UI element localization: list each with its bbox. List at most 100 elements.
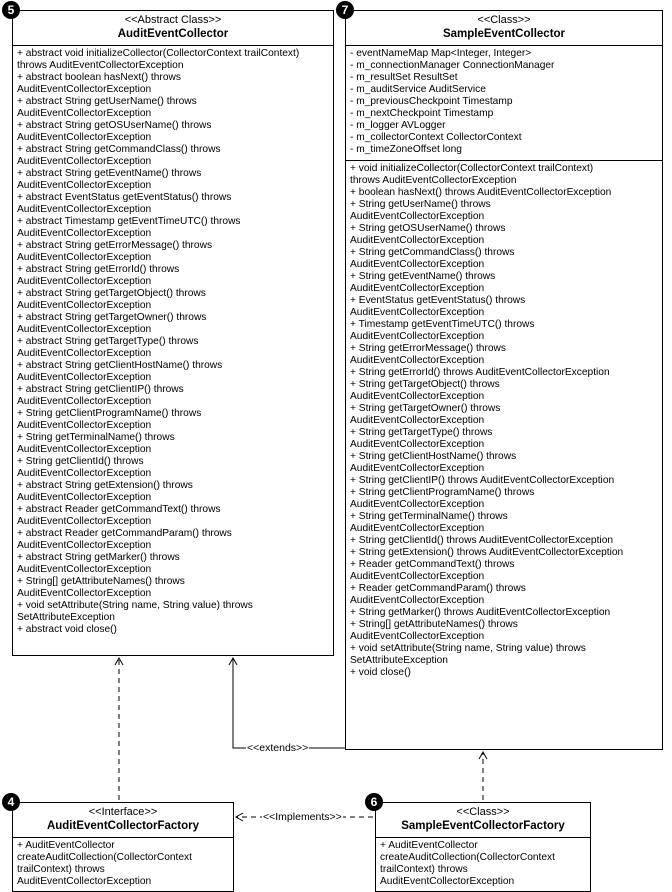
badge-5: 5 — [2, 1, 20, 19]
abstract-collector-name: AuditEventCollector — [117, 28, 229, 40]
factory-interface-header: <<Interface>> AuditEventCollectorFactory — [13, 803, 233, 838]
member-line: + abstract String getTargetType() throws — [17, 336, 199, 347]
member-line: + Reader getCommandText() throws — [350, 559, 515, 570]
member-line: AuditEventCollectorException — [17, 588, 152, 599]
member-line: AuditEventCollectorException — [17, 84, 152, 95]
member-line: + abstract String getErrorId() throws — [17, 264, 180, 275]
member-line: + abstract String getErrorMessage() thro… — [17, 240, 213, 251]
member-line: + void initializeCollector(CollectorCont… — [350, 163, 594, 174]
sample-factory-header: <<Class>> SampleEventCollectorFactory — [376, 803, 590, 838]
sample-collector-name: SampleEventCollector — [442, 28, 566, 40]
member-line: + abstract String getExtension() throws — [17, 480, 193, 491]
sample-factory-box: <<Class>> SampleEventCollectorFactory + … — [375, 802, 591, 892]
member-line: createAuditCollection(CollectorContext — [17, 852, 192, 863]
member-line: AuditEventCollectorException — [350, 595, 485, 606]
member-line: AuditEventCollectorException — [350, 259, 485, 270]
member-line: - m_previousCheckpoint Timestamp — [350, 96, 513, 107]
member-line: + String getTargetObject() throws — [350, 379, 500, 390]
member-line: throws AuditEventCollectorException — [350, 175, 517, 186]
member-line: AuditEventCollectorException — [17, 300, 152, 311]
member-line: AuditEventCollectorException — [350, 235, 485, 246]
member-line: + String getMarker() throws AuditEventCo… — [350, 607, 611, 618]
member-line: AuditEventCollectorException — [17, 228, 152, 239]
member-line: AuditEventCollectorException — [17, 876, 152, 887]
member-line: trailContext) throws — [17, 864, 105, 875]
member-line: AuditEventCollectorException — [17, 132, 152, 143]
member-line: + String getOSUserName() throws — [350, 223, 506, 234]
member-line: AuditEventCollectorException — [350, 415, 485, 426]
member-line: AuditEventCollectorException — [350, 439, 485, 450]
member-line: + abstract String getClientHostName() th… — [17, 360, 223, 371]
abstract-collector-stereotype: <<Abstract Class>> — [124, 14, 222, 26]
member-line: + String getErrorMessage() throws — [350, 343, 506, 354]
member-line: + abstract boolean hasNext() throws — [17, 72, 181, 83]
sample-collector-header: <<Class>> SampleEventCollector — [346, 11, 662, 46]
member-line: - m_auditService AuditService — [350, 84, 486, 95]
factory-interface-name: AuditEventCollectorFactory — [46, 820, 200, 832]
factory-interface-stereotype: <<Interface>> — [88, 806, 158, 818]
member-line: + String getClientHostName() throws — [350, 451, 517, 462]
implements-label: <<Implements>> — [262, 811, 343, 823]
abstract-collector-methods: + abstract void initializeCollector(Coll… — [13, 46, 333, 639]
member-line: AuditEventCollectorException — [17, 492, 152, 503]
member-line: AuditEventCollectorException — [350, 211, 485, 222]
member-line: AuditEventCollectorException — [350, 631, 485, 642]
member-line: + abstract Reader getCommandParam() thro… — [17, 528, 232, 539]
member-line: + String getErrorId() throws AuditEventC… — [350, 367, 610, 378]
member-line: AuditEventCollectorException — [350, 355, 485, 366]
member-line: + String getClientIP() throws AuditEvent… — [350, 475, 615, 486]
abstract-collector-header: <<Abstract Class>> AuditEventCollector — [13, 11, 333, 46]
member-line: AuditEventCollectorException — [17, 420, 152, 431]
member-line: AuditEventCollectorException — [350, 523, 485, 534]
member-line: + void setAttribute(String name, String … — [17, 600, 253, 611]
member-line: + boolean hasNext() throws AuditEventCol… — [350, 187, 612, 198]
member-line: + abstract String getCommandClass() thro… — [17, 144, 221, 155]
member-line: + String getTerminalName() throws — [350, 511, 508, 522]
member-line: + AuditEventCollector — [17, 840, 115, 851]
member-line: - m_logger AVLogger — [350, 120, 446, 131]
member-line: + String getClientProgramName() throws — [350, 487, 535, 498]
member-line: + abstract String getEventName() throws — [17, 168, 202, 179]
member-line: AuditEventCollectorException — [17, 156, 152, 167]
member-line: AuditEventCollectorException — [380, 876, 515, 887]
member-line: + String getUserName() throws — [350, 199, 491, 210]
member-line: AuditEventCollectorException — [17, 108, 152, 119]
member-line: + AuditEventCollector — [380, 840, 478, 851]
member-line: + String getTerminalName() throws — [17, 432, 175, 443]
abstract-collector-box: <<Abstract Class>> AuditEventCollector +… — [12, 10, 334, 656]
member-line: - eventNameMap Map<Integer, Integer> — [350, 48, 532, 59]
badge-4: 4 — [2, 793, 20, 811]
extends-label: <<extends>> — [246, 742, 310, 754]
sample-factory-stereotype: <<Class>> — [456, 806, 510, 818]
member-line: trailContext) throws — [380, 864, 468, 875]
member-line: AuditEventCollectorException — [350, 571, 485, 582]
sample-collector-methods: + void initializeCollector(CollectorCont… — [346, 161, 662, 682]
member-line: AuditEventCollectorException — [17, 516, 152, 527]
member-line: AuditEventCollectorException — [350, 283, 485, 294]
member-line: + String[] getAttributeNames() throws — [17, 576, 185, 587]
member-line: + void close() — [350, 667, 411, 678]
badge-6: 6 — [365, 793, 383, 811]
member-line: + String getClientId() throws AuditEvent… — [350, 535, 614, 546]
sample-collector-attributes: - eventNameMap Map<Integer, Integer> - m_… — [346, 46, 662, 161]
sample-factory-name: SampleEventCollectorFactory — [401, 820, 565, 832]
sample-collector-box: <<Class>> SampleEventCollector - eventNa… — [345, 10, 663, 750]
member-line: AuditEventCollectorException — [350, 499, 485, 510]
member-line: AuditEventCollectorException — [17, 348, 152, 359]
member-line: SetAttributeException — [17, 612, 115, 623]
factory-interface-box: <<Interface>> AuditEventCollectorFactory… — [12, 802, 234, 892]
member-line: AuditEventCollectorException — [17, 252, 152, 263]
member-line: + abstract Timestamp getEventTimeUTC() t… — [17, 216, 241, 227]
member-line: throws AuditEventCollectorException — [17, 60, 184, 71]
member-line: + abstract String getMarker() throws — [17, 552, 180, 563]
member-line: SetAttributeException — [350, 655, 448, 666]
member-line: + String getTargetType() throws — [350, 427, 493, 438]
member-line: AuditEventCollectorException — [350, 331, 485, 342]
member-line: AuditEventCollectorException — [350, 463, 485, 474]
member-line: - m_resultSet ResultSet — [350, 72, 458, 83]
member-line: + abstract void close() — [17, 624, 117, 635]
member-line: + abstract String getTargetOwner() throw… — [17, 312, 207, 323]
member-line: AuditEventCollectorException — [17, 564, 152, 575]
